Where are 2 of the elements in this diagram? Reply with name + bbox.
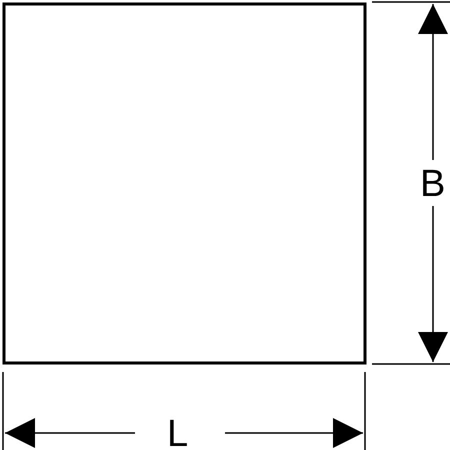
dimension-label: L [167,415,188,450]
dimension-label: B [420,165,446,203]
